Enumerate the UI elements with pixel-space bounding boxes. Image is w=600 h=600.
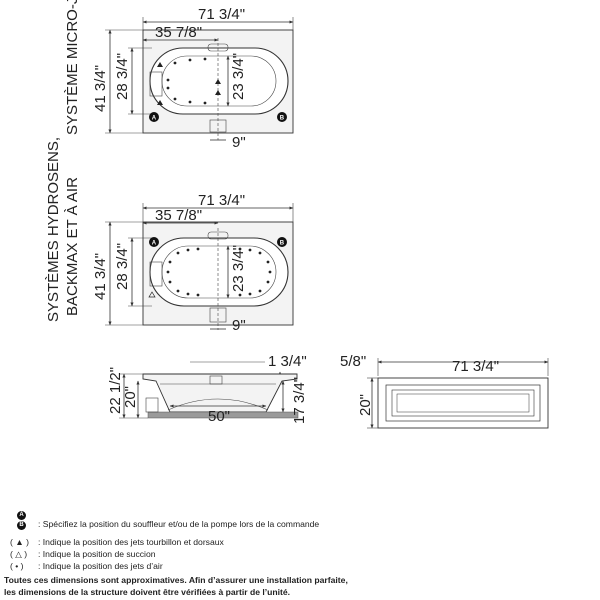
dim-skirt-height: 17 3/4" bbox=[291, 377, 308, 424]
dim-width-outer-middle: 41 3/4" bbox=[92, 253, 109, 300]
dim-width-outer-top: 41 3/4" bbox=[92, 65, 109, 112]
dim-drain-middle: 9" bbox=[232, 317, 246, 334]
ab-badge-icon: A B bbox=[17, 511, 27, 531]
svg-text:A: A bbox=[152, 115, 157, 121]
pump-icon bbox=[145, 397, 159, 413]
dim-skirt-height-2: 20" bbox=[357, 394, 374, 416]
dim-skirt-length: 71 3/4" bbox=[452, 358, 499, 375]
dim-bottom-length: 50" bbox=[208, 408, 230, 425]
legend-row-air: ( • ) : Indique la position des jets d’a… bbox=[4, 560, 594, 572]
dim-height-total: 22 1/2" bbox=[107, 367, 124, 414]
dim-width-inner-middle: 28 3/4" bbox=[114, 243, 131, 290]
legend-ab-text: : Spécifiez la position du souffleur et/… bbox=[38, 519, 320, 529]
legend-row-suction: ( △ ) : Indique la position de succion bbox=[4, 548, 594, 560]
floor-base bbox=[147, 411, 299, 419]
skirt-panel-outer bbox=[377, 377, 549, 429]
dim-length-top: 71 3/4" bbox=[198, 6, 245, 23]
badge-a-top: A bbox=[149, 112, 159, 122]
dim-skirt-offset: 5/8" bbox=[340, 353, 366, 370]
label-hydrosens-1: SYSTÈMES HYDROSENS, bbox=[45, 137, 62, 322]
plan-hydrosens: SYSTÈMES HYDROSENS, BACKMAX ET À AIR 71 … bbox=[45, 137, 294, 334]
dim-half-length-middle: 35 7/8" bbox=[155, 207, 202, 224]
whirlpool-jets-marks bbox=[157, 62, 221, 105]
legend-ab-row: A B : Spécifiez la position du souffleur… bbox=[4, 511, 594, 536]
disclaimer-line-2: les dimensions de la structure doivent ê… bbox=[4, 587, 291, 597]
badge-b-middle: B bbox=[277, 237, 287, 247]
dim-rim: 1 3/4" bbox=[268, 353, 307, 370]
skirt-panel-inner bbox=[385, 384, 541, 422]
plan-micro-jets: SYSTÈME MICRO-JETS 71 3/4" 35 7/8" 41 3/… bbox=[64, 0, 294, 151]
dim-basin-top: 23 3/4" bbox=[230, 53, 247, 100]
legend: A B : Spécifiez la position du souffleur… bbox=[4, 511, 594, 572]
basin-middle bbox=[149, 237, 289, 307]
dim-length-middle: 71 3/4" bbox=[198, 192, 245, 209]
dim-basin-middle: 23 3/4" bbox=[230, 245, 247, 292]
legend-row-whirlpool: ( ▲ ) : Indique la position des jets tou… bbox=[4, 536, 594, 548]
svg-text:B: B bbox=[280, 115, 285, 121]
front-skirt: 5/8" 71 3/4" 20" bbox=[340, 353, 549, 429]
legend-text-suction: : Indique la position de succion bbox=[38, 549, 156, 559]
dim-half-length-top: 35 7/8" bbox=[155, 24, 202, 41]
label-micro-jets: SYSTÈME MICRO-JETS bbox=[64, 0, 81, 135]
air-jets-marks bbox=[166, 247, 272, 297]
suction-marks bbox=[148, 291, 156, 298]
triangle-outline-icon: ( △ ) bbox=[10, 549, 28, 559]
triangle-filled-icon: ( ▲ ) bbox=[10, 537, 30, 547]
side-elevation: 1 3/4" 22 1/2" 20" 50" 17 3/4" bbox=[107, 353, 308, 425]
badge-a-middle: A bbox=[149, 237, 159, 247]
legend-text-air: : Indique la position des jets d’air bbox=[38, 561, 163, 571]
svg-text:B: B bbox=[280, 240, 285, 246]
micro-jets-marks bbox=[166, 57, 207, 105]
dim-width-inner-top: 28 3/4" bbox=[114, 53, 131, 100]
legend-text-whirlpool: : Indique la position des jets tourbillo… bbox=[38, 537, 224, 547]
svg-text:A: A bbox=[152, 240, 157, 246]
label-hydrosens-2: BACKMAX ET À AIR bbox=[64, 177, 81, 316]
dot-icon: ( • ) bbox=[10, 561, 24, 571]
dim-height-deck: 20" bbox=[122, 386, 139, 408]
disclaimer-note: Toutes ces dimensions sont approximative… bbox=[4, 574, 596, 598]
badge-b-top: B bbox=[277, 112, 287, 122]
disclaimer-line-1: Toutes ces dimensions sont approximative… bbox=[4, 575, 348, 585]
dim-drain-top: 9" bbox=[232, 134, 246, 151]
